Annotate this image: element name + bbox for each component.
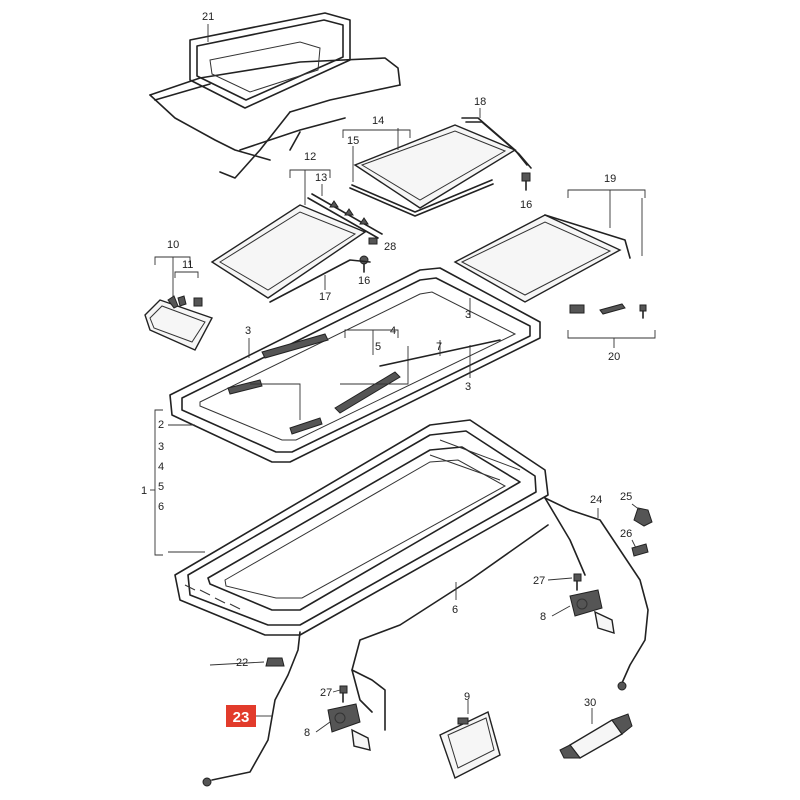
label-9: 9 (464, 691, 470, 703)
label-21: 21 (202, 11, 214, 23)
part-14-glass-panel (342, 124, 517, 217)
part-27-screw-upper (573, 573, 582, 591)
label-3-c: 3 (465, 381, 471, 393)
part-13-clip-strip (307, 184, 383, 239)
label-leads (209, 503, 641, 733)
label-26: 26 (620, 528, 632, 540)
part-18-strip (461, 108, 532, 169)
label-8-upper: 8 (540, 611, 546, 623)
callout-labels: 21 18 14 15 16 12 13 28 16 17 10 11 19 2… (141, 11, 632, 739)
label-3-d: 3 (158, 441, 164, 453)
label-3-a: 3 (245, 325, 251, 337)
part-11-screws (167, 271, 203, 309)
label-18: 18 (474, 96, 486, 108)
part-16-screw-upper (521, 172, 531, 191)
part-8-motor-upper (569, 589, 615, 635)
part-20-slide-parts (567, 303, 656, 348)
part-30-grease-tube (559, 708, 633, 759)
label-4-b: 4 (158, 461, 164, 473)
part-17-strip (269, 259, 371, 303)
part-27-screw-lower (339, 685, 348, 703)
label-2: 2 (158, 419, 164, 431)
part-9-control-module (439, 700, 501, 779)
part-22-grommet (202, 631, 301, 787)
label-11: 11 (182, 259, 193, 271)
part-4-5-mechanisms (227, 329, 409, 435)
label-24: 24 (590, 494, 602, 506)
label-16-upper: 16 (520, 199, 532, 211)
label-8-lower: 8 (304, 727, 310, 739)
label-19: 19 (604, 173, 616, 185)
label-5-a: 5 (375, 341, 381, 353)
part-21-roof-seal (189, 12, 351, 109)
label-10: 10 (167, 239, 179, 251)
label-28: 28 (384, 241, 396, 253)
label-16-lower: 16 (358, 275, 370, 287)
car-roof-outline (149, 57, 401, 179)
part-8-motor-lower (327, 703, 371, 751)
label-6-a: 6 (158, 501, 164, 513)
part-12-rear-panel (210, 169, 367, 299)
label-27-upper: 27 (533, 575, 545, 587)
part-25-clip (633, 507, 653, 527)
part-19-sunshade (453, 189, 646, 303)
part-1-sunroof-frame (174, 419, 549, 636)
label-20: 20 (608, 351, 620, 363)
part-16-screw-lower (359, 255, 369, 273)
label-4-a: 4 (390, 325, 396, 337)
label-25: 25 (620, 491, 632, 503)
label-1: 1 (141, 485, 147, 497)
highlight-box (226, 705, 256, 727)
label-7: 7 (436, 341, 442, 353)
assembly-bracket (150, 409, 205, 556)
highlight-label-23[interactable]: 23 (226, 705, 256, 727)
part-3-frame-seal (169, 267, 541, 463)
label-3-b: 3 (465, 309, 471, 321)
part-28-clip (368, 237, 378, 245)
label-30: 30 (584, 697, 596, 709)
label-13: 13 (315, 172, 327, 184)
label-5-b: 5 (158, 481, 164, 493)
label-15: 15 (347, 135, 359, 147)
label-12: 12 (304, 151, 316, 163)
label-14: 14 (372, 115, 384, 127)
label-6-b: 6 (452, 604, 458, 616)
part-24-drain-hose (544, 497, 649, 691)
part-10-corner-piece (144, 256, 214, 351)
label-17: 17 (319, 291, 331, 303)
part-6-cable (351, 497, 586, 731)
label-27-lower: 27 (320, 687, 332, 699)
highlight-text: 23 (233, 709, 250, 726)
part-7-strip (379, 339, 501, 367)
